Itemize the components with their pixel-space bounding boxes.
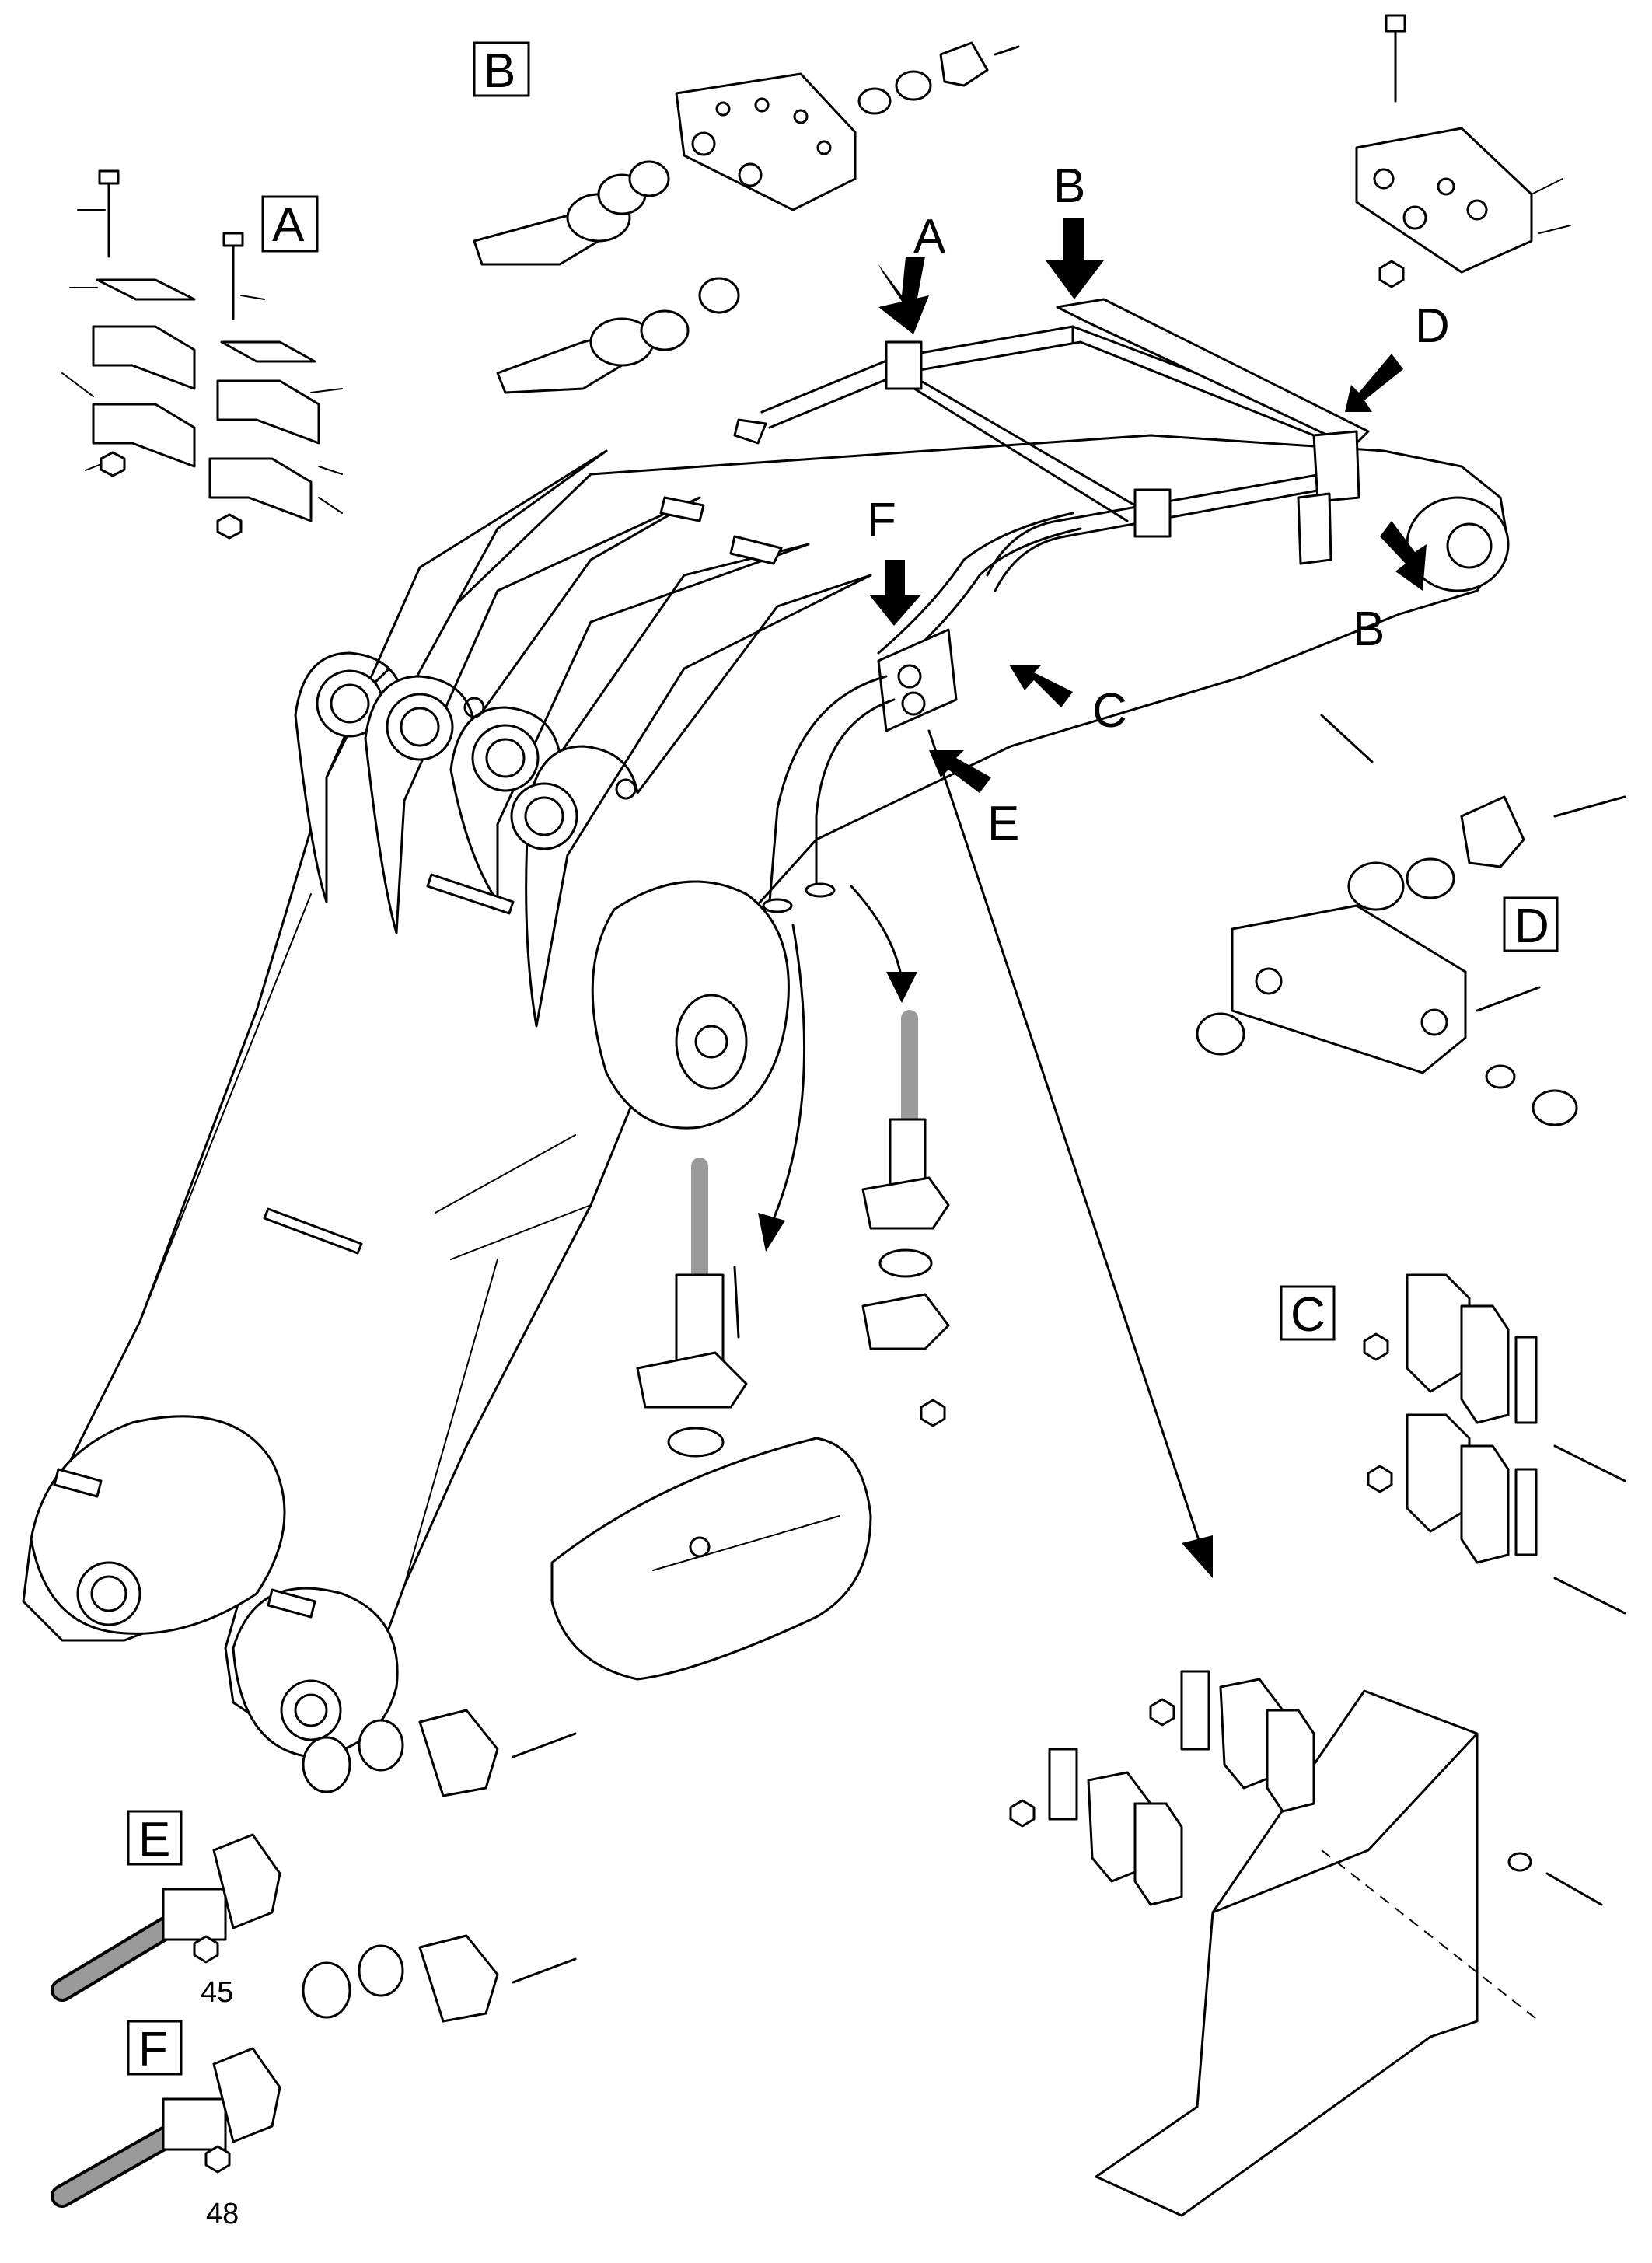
view-arrow-b-top: B [1046,159,1104,299]
view-arrow-d-label: D [1415,299,1450,353]
view-arrow-a-label: A [913,210,946,264]
detail-d-manifold [1355,14,1571,288]
detail-b: B [473,41,1020,394]
foot-pin-left [76,1561,141,1626]
boom-section-detail [550,1437,872,1681]
detail-e-label: E [138,1813,170,1867]
center-fittings [550,1010,950,1681]
view-arrow-d: D [1345,299,1450,412]
detail-f-label: F [138,2023,168,2076]
detail-a-label: A [272,198,305,252]
detail-a-box [261,195,319,253]
detail-f-box [127,2020,183,2076]
detail-b-box [473,41,530,97]
detail-d-box [1503,896,1559,952]
detail-d: D [1196,714,1626,1126]
clamp-a-top [885,340,923,390]
hydraulic-pipes [760,298,1370,913]
detail-d-label: D [1514,899,1549,953]
manifold-b [675,72,857,211]
view-arrow-c-label: C [1092,684,1127,738]
clamp-bracket [1009,1670,1603,2217]
boom-tip-pin-hole [1446,522,1493,569]
lug-plate-3 [449,543,810,903]
boom-foot-left [30,1415,286,1635]
view-arrow-c: C [1009,665,1127,738]
view-arrow-a: A [878,210,946,334]
boom-foot-right [232,1587,399,1758]
view-arrow-e-label: E [987,797,1019,850]
block-d [1312,430,1360,503]
pointer-arrows [758,729,1213,1578]
lug-plate-4 [525,574,872,1028]
manifold-rail-b [1056,298,1370,449]
view-arrow-b-top-label: B [1053,159,1085,213]
clamp-c-top [1133,488,1172,538]
foot-pin-right [280,1679,342,1741]
detail-f-part-number: 48 [206,2198,239,2230]
pivot-lugs [294,418,872,1028]
view-arrow-b-right: B [1353,521,1427,656]
view-arrow-e: E [929,750,1019,850]
pivot-drum-bore [694,1025,728,1059]
detail-c-box [1280,1285,1336,1341]
detail-e: E 45 [51,1709,577,2009]
detail-f: F 48 [51,1934,577,2230]
detail-e-part-number: 45 [201,1976,233,2009]
block-ef [877,628,958,732]
detail-e-box [127,1810,183,1866]
detail-b-label: B [484,44,515,98]
detail-a: A [61,169,343,540]
view-arrow-b-right-label: B [1353,602,1385,656]
view-arrow-f-label: F [867,494,896,547]
pivot-drum-face [675,994,748,1090]
block-d-detail [1231,904,1467,1074]
detail-c-label: C [1291,1288,1325,1342]
detail-c: C [1280,1273,1626,1615]
view-arrow-f: F [867,494,921,626]
